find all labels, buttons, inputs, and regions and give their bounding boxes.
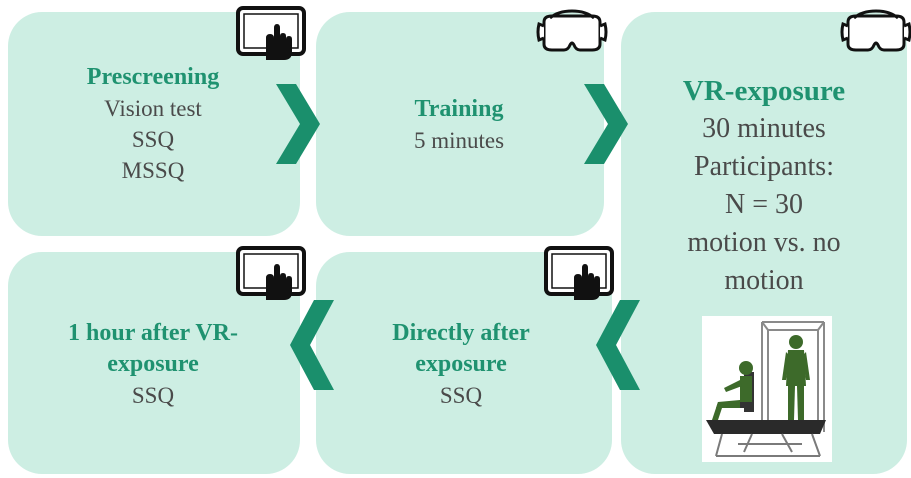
vr-headset-icon: [536, 9, 608, 52]
chevron-left-icon: [596, 300, 640, 390]
one-hour-after-title: exposure: [107, 351, 199, 377]
vr-exposure-title: VR-exposure: [682, 75, 846, 107]
training-title: Training: [414, 96, 504, 122]
directly-after-title: Directly after: [392, 320, 530, 346]
directly-after-item: SSQ: [439, 383, 483, 408]
one-hour-after-title: 1 hour after VR-: [68, 320, 238, 346]
vr-exposure-item: motion vs. no: [687, 227, 841, 258]
one-hour-after-item: SSQ: [131, 383, 175, 408]
vr-exposure-item: N = 30: [724, 189, 803, 220]
prescreening-item: Vision test: [104, 96, 202, 121]
training-duration: 5 minutes: [413, 128, 505, 153]
chevron-left-icon: [290, 300, 334, 390]
prescreening-text: Prescreening Vision test SSQ MSSQ: [40, 62, 266, 186]
one-hour-after-text: 1 hour after VR- exposure SSQ: [36, 318, 270, 411]
tablet-touch-icon: [544, 246, 614, 300]
chevron-right-icon: [276, 84, 320, 164]
directly-after-text: Directly after exposure SSQ: [344, 318, 578, 411]
directly-after-title: exposure: [415, 351, 507, 377]
prescreening-title: Prescreening: [86, 64, 220, 90]
chevron-right-icon: [584, 84, 628, 164]
vr-exposure-text: VR-exposure 30 minutes Participants: N =…: [650, 72, 878, 300]
vr-exposure-item: Participants:: [694, 151, 834, 182]
motion-simulator-figure: [702, 316, 832, 462]
vr-exposure-item: 30 minutes: [702, 113, 826, 144]
training-text: Training 5 minutes: [346, 94, 572, 156]
vr-headset-icon: [840, 9, 911, 52]
vr-exposure-item: motion: [724, 265, 804, 296]
tablet-touch-icon: [236, 246, 306, 300]
prescreening-item: SSQ: [131, 127, 175, 152]
tablet-touch-icon: [236, 6, 306, 60]
prescreening-item: MSSQ: [121, 158, 185, 183]
